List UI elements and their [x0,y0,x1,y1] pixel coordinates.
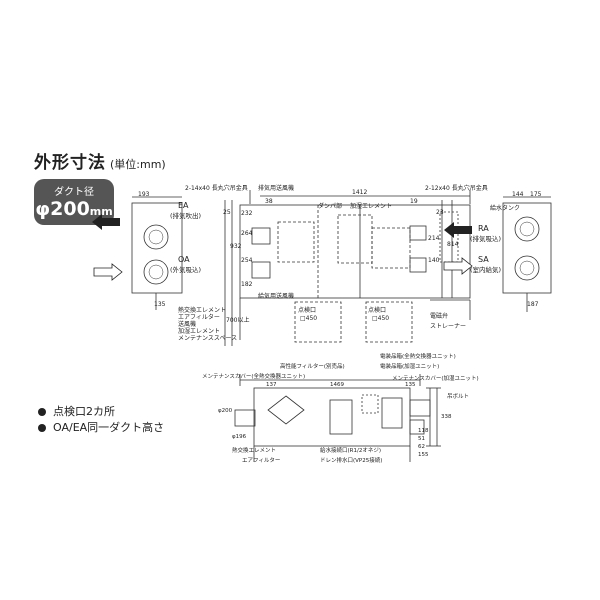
side-h-b: 51 [418,436,425,442]
oa-sub-label: (外気吸込) [170,265,201,274]
right-top-dim: 214 [428,235,440,242]
right-end-view [502,202,552,294]
duct-badge-unit: mm [89,205,113,218]
ea-duct-circle [143,224,169,250]
supply-fan-label: 給気用送風機 [258,292,294,300]
sa-duct-circle [514,255,540,281]
unit-body-side [253,387,411,447]
side-center-dim: 1469 [330,382,344,388]
notes-list: 点検口2カ所 OA/EA同一ダクト高さ [38,404,164,436]
exhaust-fan-label: 排気用送風機 [258,184,294,192]
bracket-left-label: 2-14x40 長丸穴吊金具 [185,184,248,192]
left-bottom-dim: 135 [154,301,166,308]
left-list-3: 送風機 [178,320,196,328]
bullet-icon [38,408,46,416]
hanging-bolt-label: 吊ボルト [447,392,469,400]
right-bottom-dim: 187 [527,301,539,308]
right-offset-dim: 19 [410,198,418,205]
air-filter-label: エアフィルター [242,456,280,464]
side-h-a: 118 [418,428,429,434]
oa-label: OA [178,255,190,264]
bracket-right-label: 2-12x40 長丸穴吊金具 [425,184,488,192]
side-h-d: 155 [418,452,429,458]
unit-body-top [239,204,471,299]
strainer-label: ストレーナー [430,323,466,330]
right-total-dim: 814 [447,241,459,248]
oa-duct-circle [143,259,169,285]
page-title: 外形寸法 (単位:mm) [34,148,166,173]
maintenance-space-dim: 700以上 [226,316,249,324]
drain-label: ドレン排水口(VP25接続) [320,456,382,464]
cover-right-label: メンテナンスカバー(加湿ユニット) [392,374,479,382]
side-right-dim: 135 [405,382,416,388]
left-list-4: 加湿エレメント [178,327,220,335]
width-dim: 1412 [352,189,367,196]
ea-sub-label: (排気吹出) [170,211,201,220]
ra-label: RA [478,224,489,233]
note-item: OA/EA同一ダクト高さ [38,420,164,436]
left-duct-stub [234,409,256,427]
heat-exchanger-element [267,395,305,425]
side-dia-right: φ196 [232,434,247,440]
small-a-dim: 23 [436,209,444,216]
left-offset-dim: 38 [265,198,273,205]
title-text: 外形寸法 [34,153,106,173]
elec-a-label: 電装品箱(全熱交換器ユニット) [380,352,456,360]
duct-badge-label: ダクト径 [54,187,94,198]
left-side-width-dim: 193 [138,191,150,198]
sa-label: SA [478,255,489,264]
water-supply-label: 給水接続口(R1/2オネジ) [320,446,381,454]
sa-sub-label: (室内給気) [470,265,501,274]
left-height-2: 254 [241,257,253,264]
bullet-icon [38,424,46,432]
inspection-d-label: □450 [372,315,389,322]
inspection-a-label: 点検口 [298,306,316,314]
side-height-dim: 338 [441,414,452,420]
left-list-1: 熱交換エレメント [178,306,226,314]
note-text: 点検口2カ所 [53,405,115,418]
ra-duct-circle [514,216,540,242]
unit-text: (単位:mm) [110,158,166,171]
note-text: OA/EA同一ダクト高さ [53,421,165,434]
left-height-3: 182 [241,281,253,288]
left-height-1: 264 [241,230,253,237]
ea-label: EA [178,201,189,210]
elec-b-label: 電装品箱(加湿ユニット) [380,362,439,370]
note-item: 点検口2カ所 [38,404,164,420]
height-dim: 932 [230,243,242,250]
left-list-5: メンテナンススペース [178,335,237,342]
inspection-c-label: 点検口 [368,306,386,314]
duct-badge-value: φ200mm [34,198,114,223]
right-side-a-dim: 144 [512,191,524,198]
heat-element-label: 熱交換エレメント [232,446,276,454]
valve-label: 電磁弁 [430,312,448,320]
left-list-2: エアフィルター [178,313,220,321]
side-dia-left: φ200 [218,408,233,414]
cover-left-label: メンテナンスカバー(全熱交換器ユニット) [202,372,305,380]
left-top-dim: 232 [241,210,253,217]
high-filter-label: 高性能フィルター(別売品) [280,362,345,370]
inspection-b-label: □450 [300,315,317,322]
ra-sub-label: (排気吸込) [470,234,501,243]
right-side-b-dim: 175 [530,191,542,198]
water-tank-label: 給水タンク [490,204,520,212]
duct-badge-number: φ200 [35,198,90,220]
right-mid-dim: 140 [428,257,440,264]
humidify-element-label: 加湿エレメント [350,202,392,210]
side-h-c: 62 [418,444,425,450]
left-end-view [131,202,183,294]
damper-label: ダンパ部 [318,202,342,210]
small-b-dim: 25 [223,209,231,216]
side-left-dim: 137 [266,382,277,388]
